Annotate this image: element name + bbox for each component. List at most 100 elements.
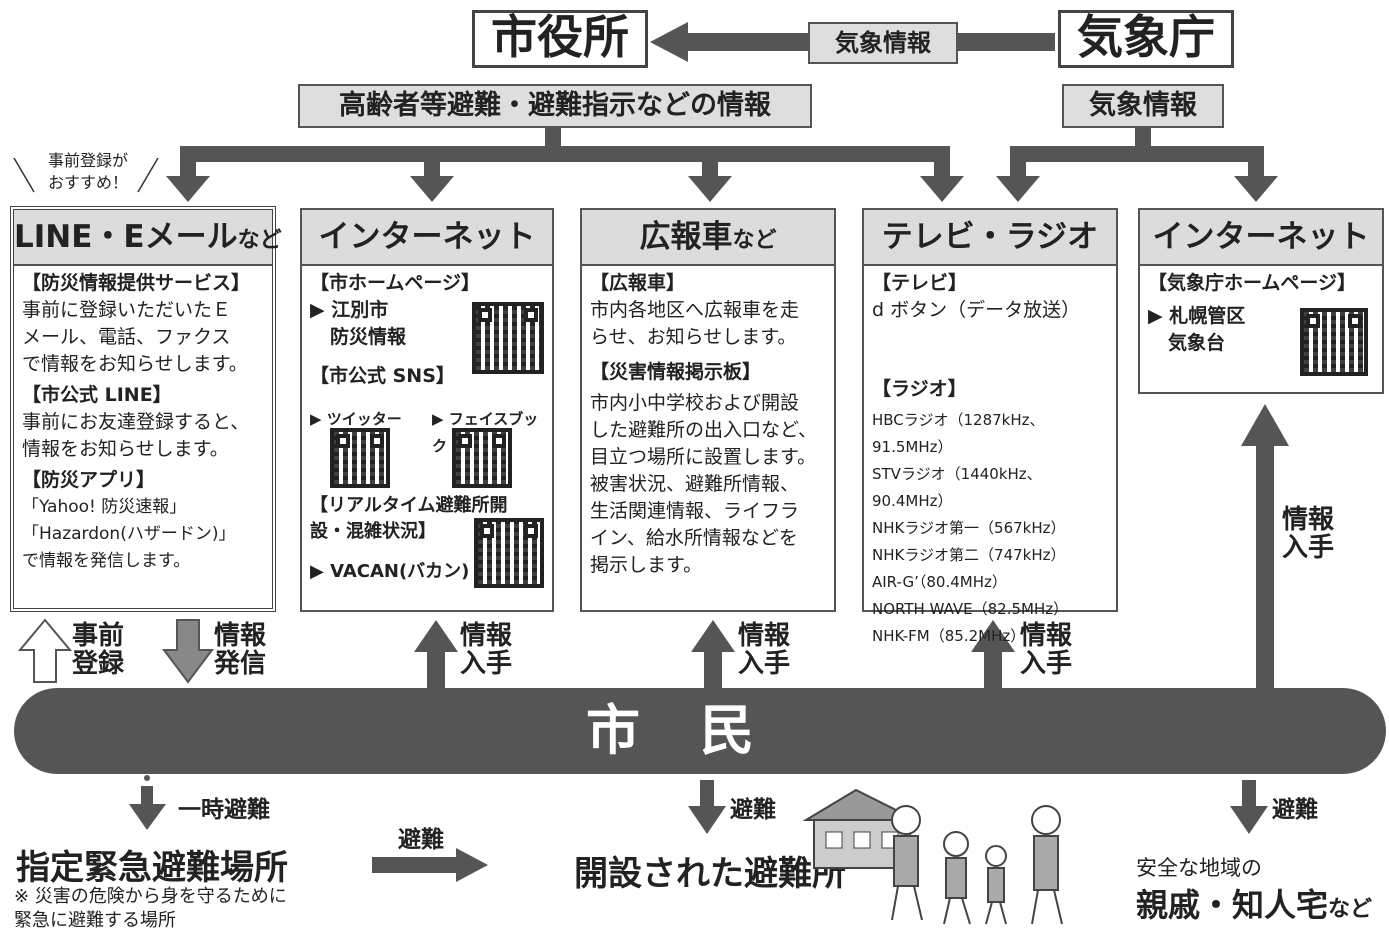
- link-sapporo-jma-2[interactable]: 気象台: [1168, 332, 1226, 354]
- safe-area-line1: 安全な地域の: [1136, 856, 1262, 880]
- radio-station: NORTH WAVE（82.5MHz）: [872, 600, 1069, 618]
- text-line: 「Yahoo! 防災速報」: [22, 497, 187, 517]
- designated-site: 指定緊急避難場所: [16, 848, 288, 888]
- pre-register-label: 事前登録: [72, 622, 124, 678]
- evac-right-label: 避難: [1272, 797, 1318, 823]
- channel-head: LINE・Eメールなど: [14, 210, 282, 266]
- head-label: LINE・Eメール: [14, 219, 238, 255]
- link-vacan[interactable]: ▶ VACAN(バカン): [310, 561, 470, 582]
- section-title: 【防災情報提供サービス】: [22, 272, 251, 294]
- text-line: 被害状況、避難所情報、: [590, 473, 800, 495]
- send-info-label: 情報発信: [214, 622, 266, 678]
- text-line: 市内各地区へ広報車を走: [590, 299, 800, 321]
- link-facebook[interactable]: ▶ フェイスブック: [432, 410, 539, 455]
- right-bus: [1010, 146, 1264, 162]
- section-title: 【市公式 LINE】: [22, 384, 172, 406]
- label-line: 事前: [72, 621, 125, 651]
- link-city-disaster[interactable]: ▶ 江別市: [310, 299, 389, 321]
- channel-head: テレビ・ラジオ: [864, 210, 1116, 266]
- text-line: 事前に登録いただいたＥ: [22, 299, 232, 321]
- get-info-label: 情報入手: [460, 622, 512, 678]
- text-line: 生活関連情報、ライフラ: [590, 500, 800, 522]
- get-info-label: 情報入手: [738, 622, 790, 678]
- note-line2: おすすめ！: [47, 173, 128, 192]
- link-twitter[interactable]: ▶ ツイッター: [310, 410, 402, 428]
- safe-area-line2: 親戚・知人宅など: [1136, 880, 1372, 926]
- section-title: 【災害情報掲示板】: [590, 361, 762, 383]
- get-info-label: 情報入手: [1282, 506, 1334, 562]
- jma-box: 気象庁: [1058, 10, 1234, 68]
- text-line: した避難所の出入口など、: [590, 419, 818, 441]
- channel-pr-car: 広報車など 【広報車】 市内各地区へ広報車を走 らせ、お知らせします。 【災害情…: [580, 208, 836, 612]
- radio-station: NHKラジオ第二（747kHz）: [872, 546, 1066, 564]
- link-sapporo-jma[interactable]: ▶ 札幌管区: [1148, 305, 1246, 327]
- label-line: 情報: [214, 621, 267, 651]
- evac-mid-label: 避難: [730, 797, 776, 823]
- text-line: 掲示します。: [590, 554, 703, 576]
- relatives-suffix: など: [1328, 897, 1373, 922]
- evac-arrow-label: 避難: [398, 827, 444, 853]
- left-bus: [180, 146, 950, 162]
- section-title: 【市ホームページ】: [310, 272, 481, 294]
- channel-line-email: LINE・Eメールなど 【防災情報提供サービス】 事前に登録いただいたＥ メール…: [10, 206, 282, 612]
- city-hall-box: 市役所: [472, 10, 648, 68]
- evacuation-illustration: [802, 788, 1063, 925]
- qr-jma[interactable]: [1300, 308, 1368, 376]
- channel-internet-city: インターネット 【市ホームページ】 ▶ 江別市 防災情報 【市公式 SNS】 ▶…: [300, 208, 554, 612]
- send-arrow: [162, 619, 214, 684]
- evac-info-label: 高齢者等避難・避難指示などの情報: [298, 84, 812, 128]
- channel-tv-radio: テレビ・ラジオ 【テレビ】 d ボタン（データ放送） 【ラジオ】 HBCラジオ（…: [862, 208, 1118, 645]
- section-title: 【市公式 SNS】: [310, 365, 455, 387]
- label-line: 入手: [460, 649, 513, 679]
- text-line: で情報を発信します。: [22, 551, 191, 571]
- text-line: 事前にお友達登録すると、: [22, 411, 250, 433]
- head-label: 広報車: [639, 219, 733, 255]
- radio-station: AIR-G’（80.4MHz）: [872, 573, 1007, 591]
- text-line: イン、給水所情報などを: [590, 527, 798, 549]
- section-title: 設・混雑状況】: [310, 521, 436, 542]
- head-suffix: など: [237, 228, 282, 253]
- label-line: 発信: [214, 649, 267, 679]
- channel-head: インターネット: [302, 210, 552, 266]
- head-suffix: など: [732, 228, 777, 253]
- text-line: で情報をお知らせします。: [22, 353, 248, 375]
- text-line: 情報をお知らせします。: [22, 438, 229, 460]
- citizens-bar: 市民: [14, 688, 1386, 774]
- text-line: 「Hazardon(ハザードン)」: [22, 524, 236, 544]
- link-city-disaster-2[interactable]: 防災情報: [330, 326, 407, 348]
- text-line: d ボタン（データ放送）: [872, 299, 1081, 321]
- label-line: 情報: [460, 621, 513, 651]
- label-line: 入手: [1282, 533, 1335, 563]
- label-line: 情報: [1020, 621, 1073, 651]
- qr-twitter[interactable]: [330, 428, 390, 488]
- text-line: メール、電話、ファクス: [22, 326, 231, 348]
- designated-note2: 緊急に避難する場所: [14, 910, 176, 931]
- qr-vacan[interactable]: [474, 518, 544, 588]
- temp-evac-label: 一時避難: [178, 797, 270, 823]
- radio-station: HBCラジオ（1287kHz、91.5MHz）: [872, 411, 1045, 456]
- section-title: 【気象庁ホームページ】: [1148, 272, 1357, 294]
- section-title: 【テレビ】: [872, 272, 968, 294]
- channel-head: インターネット: [1140, 210, 1382, 266]
- label-line: 入手: [738, 649, 791, 679]
- section-title: 【ラジオ】: [872, 378, 967, 400]
- qr-facebook[interactable]: [452, 428, 512, 488]
- designated-note1: ※ 災害の危険から身を守るために: [14, 886, 287, 907]
- qr-city-homepage[interactable]: [472, 302, 544, 374]
- radio-station: NHK-FM（85.2MHz）: [872, 627, 1026, 645]
- evacuees-icon: [891, 805, 1063, 925]
- get-info-label: 情報入手: [1020, 622, 1072, 678]
- label-line: 情報: [1282, 505, 1335, 535]
- opened-shelter: 開設された避難所: [574, 854, 846, 894]
- relatives-label: 親戚・知人宅: [1136, 886, 1329, 924]
- section-title: 【リアルタイム避難所開: [310, 495, 508, 516]
- weather-info-label-top: 気象情報: [808, 22, 958, 64]
- pre-register-arrow: [17, 618, 73, 683]
- radio-station: NHKラジオ第一（567kHz）: [872, 519, 1066, 537]
- label-line: 情報: [738, 621, 791, 651]
- pre-register-note: 事前登録が おすすめ！: [38, 150, 138, 194]
- house-icon: [802, 788, 917, 869]
- section-title: 【広報車】: [590, 272, 686, 294]
- weather-info-label-right: 気象情報: [1062, 84, 1224, 128]
